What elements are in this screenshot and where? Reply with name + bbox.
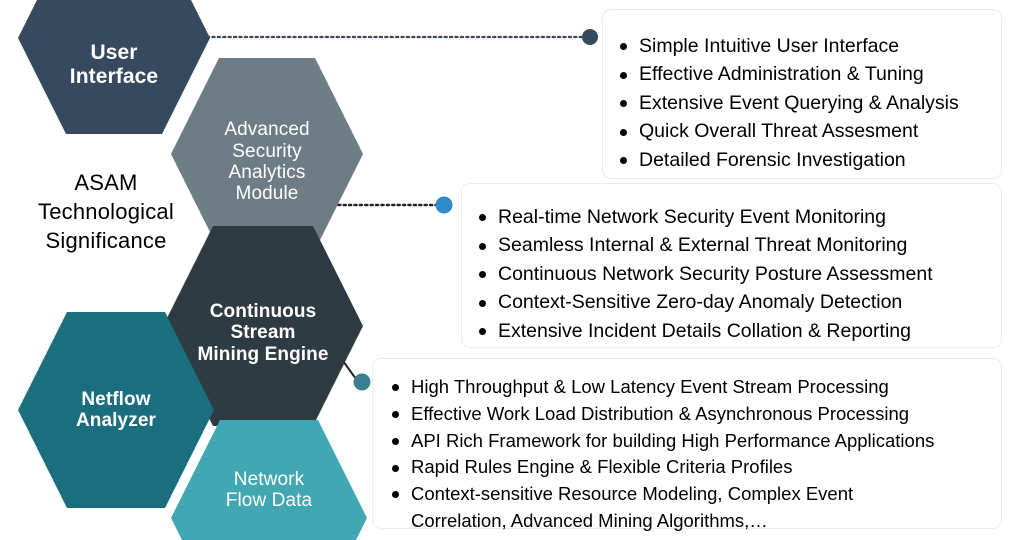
list-item: High Throughput & Low Latency Event Stre… bbox=[389, 374, 987, 401]
bullet-icon bbox=[392, 491, 399, 499]
connector-stream bbox=[320, 196, 453, 214]
connector-ui bbox=[178, 29, 598, 45]
list-item: Seamless Internal & External Threat Moni… bbox=[476, 231, 985, 259]
list-item-text: Quick Overall Threat Assesment bbox=[639, 120, 919, 143]
list-item-text: Simple Intuitive User Interface bbox=[639, 35, 900, 57]
bullet-icon bbox=[392, 437, 399, 445]
bullet-icon bbox=[392, 464, 399, 472]
list-item-text: Seamless Internal & External Threat Moni… bbox=[498, 234, 908, 257]
hexagon-label-advanced-security-analytics-module: Advanced Security Analytics Module bbox=[224, 119, 310, 205]
bullet-icon bbox=[620, 157, 627, 165]
list-item-text: Effective Administration & Tuning bbox=[639, 63, 924, 86]
list-item: Context-Sensitive Zero-day Anomaly Detec… bbox=[476, 288, 985, 316]
hexagon-label-continuous-stream-mining-engine: Continuous Stream Mining Engine bbox=[197, 301, 329, 365]
bullet-icon bbox=[620, 100, 627, 108]
list-item-text: Context-sensitive Resource Modeling, Com… bbox=[411, 483, 854, 532]
list-item-text: High Throughput & Low Latency Event Stre… bbox=[411, 376, 889, 397]
list-item-text: Effective Work Load Distribution & Async… bbox=[411, 402, 910, 424]
list-item: Rapid Rules Engine & Flexible Criteria P… bbox=[389, 454, 987, 481]
bullet-icon bbox=[479, 242, 486, 250]
hexagon-user-interface[interactable]: User Interface bbox=[18, 0, 210, 134]
bullet-icon bbox=[479, 299, 486, 307]
list-item: Extensive Event Querying & Analysis bbox=[617, 89, 985, 117]
bullet-list-user-interface: Simple Intuitive User Interface Effectiv… bbox=[617, 32, 985, 174]
list-item: Real-time Network Security Event Monitor… bbox=[476, 203, 985, 231]
list-item: Detailed Forensic Investigation bbox=[617, 146, 985, 174]
list-item: API Rich Framework for building High Per… bbox=[389, 428, 987, 455]
list-item-text: Detailed Forensic Investigation bbox=[639, 148, 906, 171]
panel-continuous-stream-mining-engine: Real-time Network Security Event Monitor… bbox=[461, 183, 1002, 348]
bullet-icon bbox=[479, 328, 486, 336]
bullet-list-netflow-analyzer: High Throughput & Low Latency Event Stre… bbox=[389, 374, 987, 535]
connector-dot-ui bbox=[582, 29, 598, 45]
bullet-icon bbox=[392, 410, 399, 418]
bullet-icon bbox=[392, 384, 399, 392]
list-item-text: Real-time Network Security Event Monitor… bbox=[498, 206, 886, 228]
panel-netflow-analyzer: High Throughput & Low Latency Event Stre… bbox=[372, 358, 1002, 531]
list-item: Effective Administration & Tuning bbox=[617, 60, 985, 88]
list-item-text: API Rich Framework for building High Per… bbox=[411, 429, 935, 451]
bullet-icon bbox=[620, 128, 627, 136]
list-item: Effective Work Load Distribution & Async… bbox=[389, 401, 987, 428]
list-item-text: Continuous Network Security Posture Asse… bbox=[498, 262, 933, 285]
hexagon-label-user-interface: User Interface bbox=[69, 41, 159, 88]
bullet-icon bbox=[620, 71, 627, 79]
list-item-text: Rapid Rules Engine & Flexible Criteria P… bbox=[411, 456, 793, 478]
list-item-text: Extensive Event Querying & Analysis bbox=[639, 91, 959, 114]
panel-user-interface: Simple Intuitive User Interface Effectiv… bbox=[602, 9, 1002, 179]
connector-dot-netflow bbox=[353, 373, 371, 391]
bullet-icon bbox=[479, 214, 486, 222]
list-item: Quick Overall Threat Assesment bbox=[617, 117, 985, 145]
hexagon-label-netflow-analyzer: Netflow Analyzer bbox=[75, 388, 156, 431]
list-item: Continuous Network Security Posture Asse… bbox=[476, 260, 985, 288]
list-item-text: Context-Sensitive Zero-day Anomaly Detec… bbox=[498, 291, 903, 314]
bullet-icon bbox=[620, 43, 627, 51]
hexagon-label-network-flow-data: Network Flow Data bbox=[225, 468, 313, 511]
list-item: Context-sensitive Resource Modeling, Com… bbox=[389, 481, 987, 535]
diagram-title: ASAM Technological Significance bbox=[38, 170, 174, 254]
list-item: Simple Intuitive User Interface bbox=[617, 32, 985, 60]
bullet-list-stream-engine: Real-time Network Security Event Monitor… bbox=[476, 203, 985, 345]
bullet-icon bbox=[479, 271, 486, 279]
list-item-text: Extensive Incident Details Collation & R… bbox=[498, 319, 911, 342]
hexagon-network-flow-data[interactable]: Network Flow Data bbox=[171, 420, 367, 540]
connector-dot-stream bbox=[435, 196, 453, 214]
list-item: Extensive Incident Details Collation & R… bbox=[476, 317, 985, 345]
